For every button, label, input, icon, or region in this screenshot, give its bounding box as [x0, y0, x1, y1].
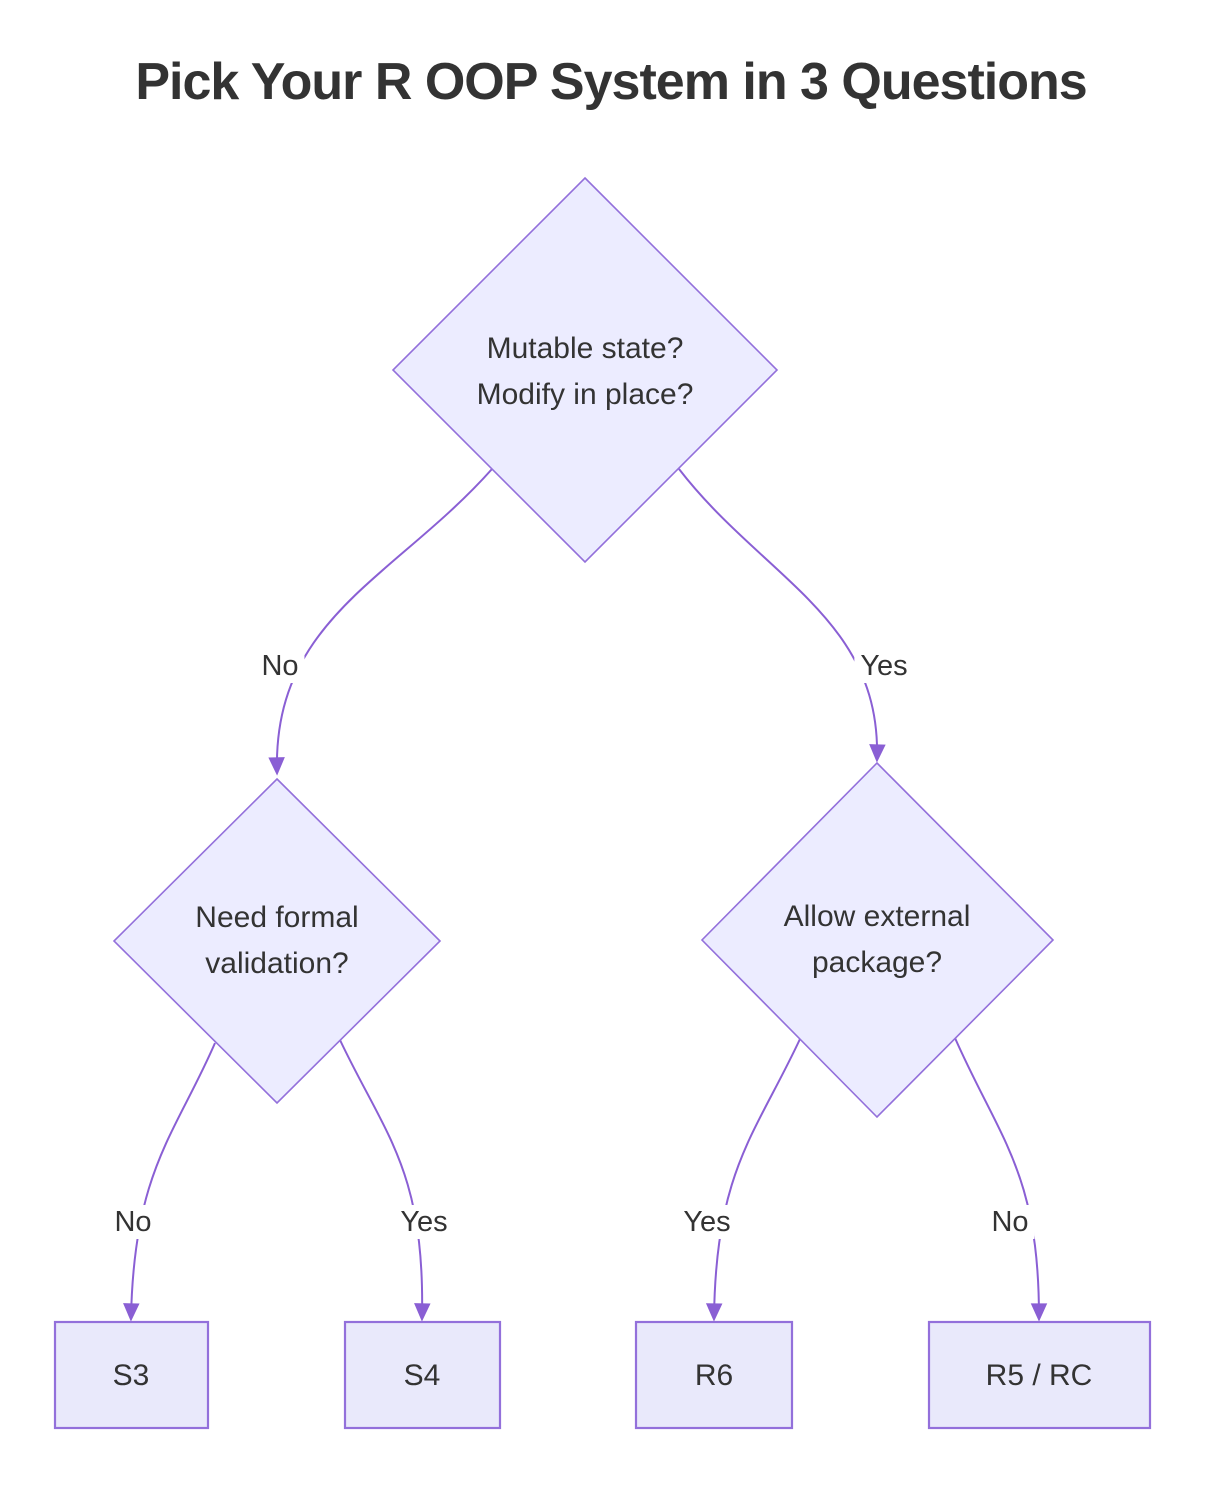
edge-q2-to-s4 — [339, 1039, 431, 1322]
result-s4-shape — [343, 1320, 502, 1430]
decision-q3-shape — [700, 761, 1055, 1119]
result-r6-shape — [634, 1320, 794, 1430]
result-r5rc-shape — [927, 1320, 1152, 1430]
page-title: Pick Your R OOP System in 3 Questions — [135, 53, 1087, 111]
edge-q3-to-r5rc — [954, 1037, 1048, 1322]
result-s3-shape — [53, 1320, 210, 1430]
edge-q1-to-q2 — [268, 468, 493, 776]
decision-q2-shape — [112, 777, 442, 1105]
edge-q3-to-r6 — [705, 1038, 801, 1322]
decision-q1-shape — [391, 176, 779, 564]
edge-q2-to-s3 — [123, 1042, 216, 1322]
edge-q1-to-q3 — [678, 468, 886, 763]
